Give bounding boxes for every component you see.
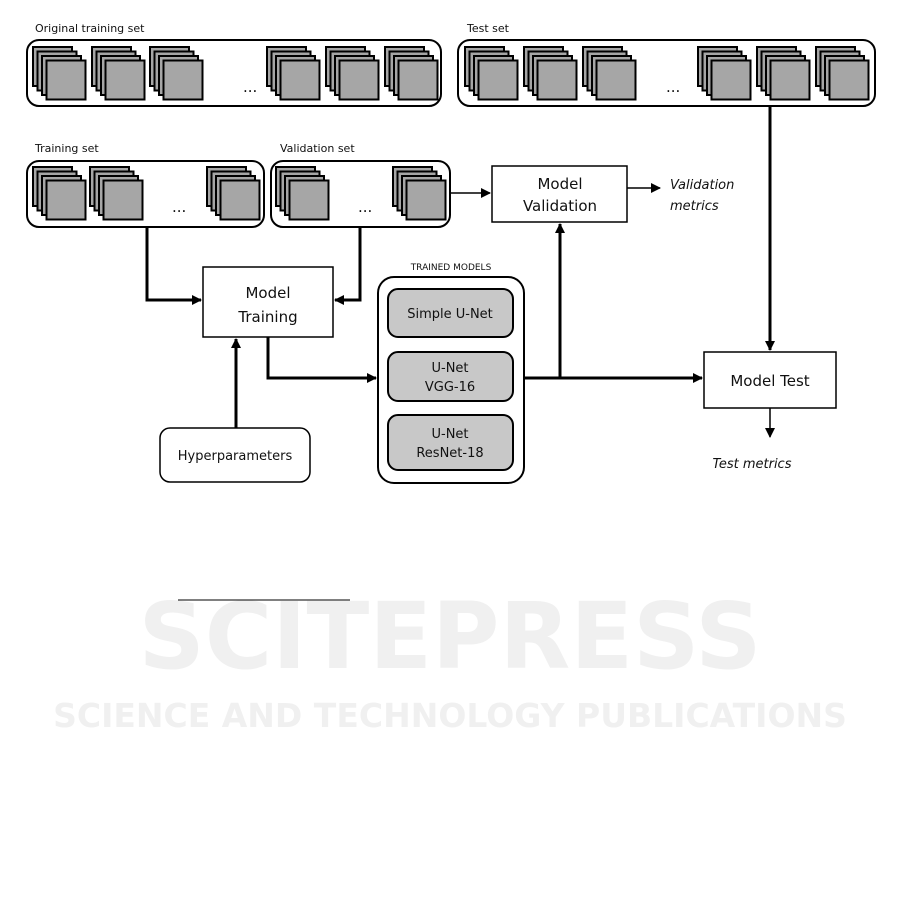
image-layer <box>279 59 321 101</box>
image-stack-icon <box>275 166 330 221</box>
validation-metrics-label: Validation <box>670 178 734 193</box>
model-test-box <box>703 351 837 409</box>
image-stack-icon <box>206 166 261 221</box>
image-layer <box>45 179 87 221</box>
model-box <box>387 414 514 471</box>
model-validation-label: Validation <box>523 197 597 215</box>
image-layer <box>397 59 439 101</box>
hyperparameters-box <box>159 427 311 483</box>
image-layer <box>477 59 519 101</box>
model-box <box>387 288 514 338</box>
validation-set-label: Validation set <box>280 142 355 155</box>
image-layer <box>219 179 261 221</box>
original-training-set-label: Original training set <box>35 22 145 35</box>
image-stack-icon <box>464 46 519 101</box>
image-stack-icon <box>523 46 578 101</box>
image-layer <box>536 59 578 101</box>
original-training-set-container <box>26 39 442 107</box>
image-layer <box>769 59 811 101</box>
arrow-training-set-to-training <box>145 227 202 305</box>
model-label: ResNet-18 <box>416 446 483 461</box>
model-label: VGG-16 <box>425 380 475 395</box>
model-label: U-Net <box>431 427 468 442</box>
test-set-label: Test set <box>466 22 510 35</box>
trained-models-label: TRAINED MODELS <box>410 263 492 273</box>
test-metrics-label: Test metrics <box>713 457 792 472</box>
image-stack-icon <box>89 166 144 221</box>
ellipsis: ... <box>243 78 257 96</box>
image-stack-icon <box>384 46 439 101</box>
image-layer <box>104 59 146 101</box>
model-box <box>387 351 514 402</box>
image-layer <box>710 59 752 101</box>
image-layer <box>162 59 204 101</box>
image-stack-icon <box>325 46 380 101</box>
training-set-label: Training set <box>34 142 99 155</box>
ellipsis: ... <box>358 198 372 216</box>
image-stack-icon <box>32 166 87 221</box>
image-stack-icon <box>32 46 87 101</box>
image-stack-icon <box>149 46 204 101</box>
model-training-label: Model <box>245 284 290 302</box>
model-label: U-Net <box>431 361 468 376</box>
watermark-title: SCITEPRESS <box>138 583 761 690</box>
image-layer <box>828 59 870 101</box>
image-stack-icon <box>697 46 752 101</box>
image-layer <box>288 179 330 221</box>
model-label: Simple U-Net <box>407 307 493 322</box>
arrow-validation-set-to-training <box>334 227 362 305</box>
image-stack-icon <box>266 46 321 101</box>
model-training-label: Training <box>237 308 297 326</box>
image-stack-icon <box>392 166 447 221</box>
model-training-box <box>202 266 334 338</box>
model-test-label: Model Test <box>730 372 809 390</box>
hyperparameters-label: Hyperparameters <box>178 449 293 464</box>
image-layer <box>405 179 447 221</box>
image-stack-icon <box>756 46 811 101</box>
image-stack-icon <box>815 46 870 101</box>
validation-metrics-label: metrics <box>670 199 719 214</box>
ellipsis: ... <box>172 198 186 216</box>
image-layer <box>45 59 87 101</box>
ellipsis: ... <box>666 78 680 96</box>
image-layer <box>595 59 637 101</box>
image-layer <box>102 179 144 221</box>
watermark-subtitle: SCIENCE AND TECHNOLOGY PUBLICATIONS <box>53 696 847 735</box>
arrow-training-to-models <box>266 337 377 383</box>
model-validation-box <box>491 165 628 223</box>
model-validation-label: Model <box>537 175 582 193</box>
test-set-container <box>457 39 876 107</box>
image-layer <box>338 59 380 101</box>
image-stack-icon <box>582 46 637 101</box>
image-stack-icon <box>91 46 146 101</box>
